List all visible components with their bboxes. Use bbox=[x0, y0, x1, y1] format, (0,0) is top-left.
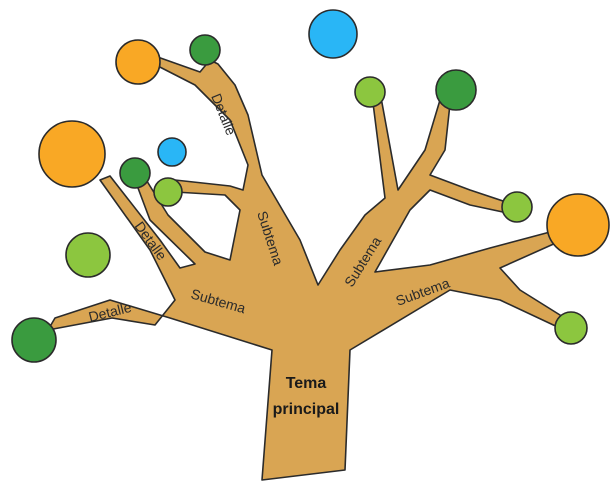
detail-node-darkgreen-mid bbox=[119, 157, 151, 189]
label-tema-principal-line1: Tema bbox=[286, 375, 327, 392]
detail-node-lightgreen-left bbox=[65, 232, 111, 278]
detail-node-darkgreen-bottom-left bbox=[11, 317, 57, 363]
detail-node-darkgreen-top bbox=[189, 34, 221, 66]
detail-node-orange-right bbox=[546, 193, 610, 257]
detail-node-blue-top bbox=[308, 9, 358, 59]
label-tema-principal-line2: principal bbox=[273, 401, 340, 418]
detail-node-lightgreen-right bbox=[501, 191, 533, 223]
tree-branches bbox=[47, 54, 569, 481]
detail-node-lightgreen-bottom-right bbox=[554, 311, 588, 345]
nodes bbox=[11, 9, 610, 363]
detail-node-blue-mid bbox=[157, 137, 187, 167]
detail-node-lightgreen-top bbox=[354, 76, 386, 108]
trunk bbox=[47, 54, 569, 481]
detail-node-lightgreen-mid bbox=[153, 177, 183, 207]
detail-node-darkgreen-right bbox=[435, 69, 477, 111]
labels: Detalle Subtema Detalle Detalle Subtema … bbox=[87, 91, 452, 418]
detail-node-orange-left bbox=[38, 120, 106, 188]
detail-node-orange-top bbox=[115, 39, 161, 85]
